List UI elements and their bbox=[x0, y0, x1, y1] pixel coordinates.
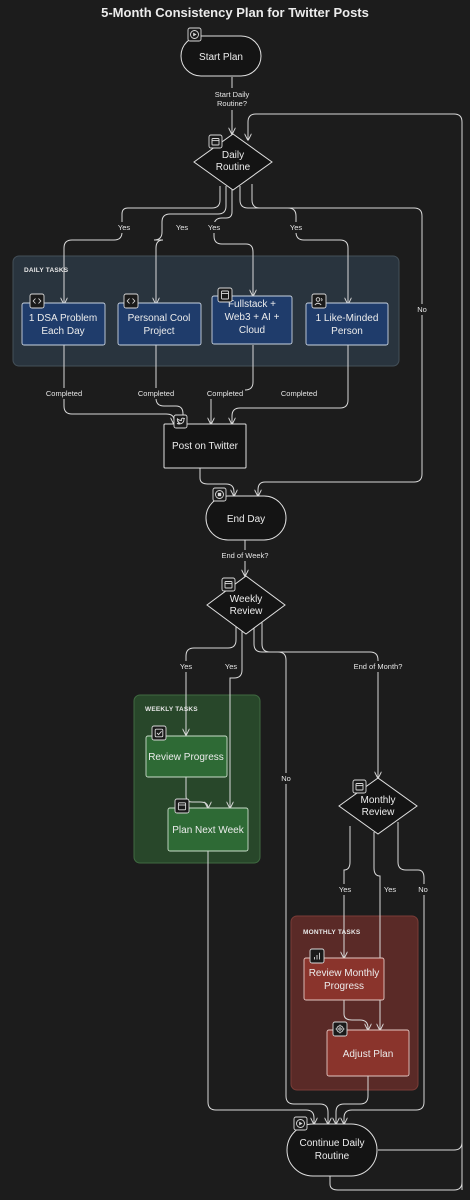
edge-post-to-endday bbox=[199, 468, 234, 496]
node-review-monthly-progress[interactable]: Review Monthly Progress bbox=[303, 948, 385, 1001]
person-label-1: 1 Like-Minded bbox=[316, 313, 379, 324]
node-review-progress[interactable]: Review Progress bbox=[145, 725, 228, 778]
edge-daily-to-project bbox=[154, 186, 227, 304]
label-end-of-month: End of Month? bbox=[354, 662, 403, 671]
check-square-icon bbox=[151, 725, 167, 741]
review-monthly-label-1: Review Monthly bbox=[309, 968, 380, 979]
daily-tasks-group: DAILY TASKS bbox=[12, 255, 400, 367]
node-plan-next-week[interactable]: Plan Next Week bbox=[167, 798, 249, 852]
label-yes-plan-next: Yes bbox=[225, 662, 237, 671]
edge-monthly-to-continue-no bbox=[344, 822, 425, 1124]
node-daily-routine[interactable]: Daily Routine bbox=[193, 133, 273, 191]
label-completed-dsa: Completed bbox=[46, 389, 82, 398]
edge-continue-loop-bottom bbox=[329, 1176, 463, 1191]
node-fullstack[interactable]: Fullstack + Web3 + AI + Cloud bbox=[211, 287, 293, 345]
daily-routine-label-2: Routine bbox=[216, 162, 251, 173]
node-dsa-problem[interactable]: 1 DSA Problem Each Day bbox=[21, 293, 106, 346]
edge-adjust-to-continue bbox=[336, 1076, 369, 1124]
node-weekly-review[interactable]: Weekly Review bbox=[206, 575, 286, 635]
edge-monthly-to-adjust bbox=[373, 832, 380, 1030]
node-personal-project[interactable]: Personal Cool Project bbox=[117, 293, 202, 346]
node-like-minded-person[interactable]: 1 Like-Minded Person bbox=[305, 293, 389, 346]
bar-chart-icon bbox=[309, 948, 325, 964]
node-post-on-twitter[interactable]: Post on Twitter bbox=[163, 414, 247, 469]
daily-routine-label-1: Daily bbox=[222, 150, 244, 161]
review-monthly-label-2: Progress bbox=[324, 981, 364, 992]
monthly-review-label-1: Monthly bbox=[360, 795, 395, 806]
label-yes-person: Yes bbox=[290, 223, 302, 232]
fullstack-label-1: Fullstack + bbox=[228, 299, 276, 310]
fullstack-label-2: Web3 + AI + bbox=[225, 312, 280, 323]
label-yes-fullstack: Yes bbox=[208, 223, 220, 232]
label-no-weekly: No bbox=[281, 774, 291, 783]
stop-icon bbox=[212, 487, 227, 502]
project-label-1: Personal Cool bbox=[128, 313, 191, 324]
edge-person-to-post bbox=[232, 345, 349, 424]
label-start-daily-line2: Routine? bbox=[217, 99, 247, 108]
edge-weekly-to-plan-next bbox=[230, 630, 243, 808]
node-start-plan[interactable]: Start Plan bbox=[180, 27, 262, 77]
edge-project-to-post bbox=[155, 345, 183, 424]
edge-plan-to-continue bbox=[207, 851, 314, 1124]
edge-review-monthly-to-adjust bbox=[343, 999, 368, 1030]
edge-weekly-to-review-progress bbox=[186, 626, 237, 735]
code-icon bbox=[29, 293, 45, 309]
label-completed-person: Completed bbox=[281, 389, 317, 398]
edge-monthly-to-review-monthly bbox=[344, 826, 351, 958]
label-no-monthly: No bbox=[418, 885, 428, 894]
node-adjust-plan[interactable]: Adjust Plan bbox=[326, 1021, 410, 1077]
layers-icon bbox=[217, 287, 233, 303]
weekly-review-label-2: Review bbox=[230, 606, 264, 617]
monthly-tasks-label: MONTHLY TASKS bbox=[303, 929, 361, 936]
continue-label-1: Continue Daily bbox=[299, 1138, 364, 1149]
label-yes-project: Yes bbox=[176, 223, 188, 232]
fullstack-label-3: Cloud bbox=[239, 325, 265, 336]
play-icon bbox=[187, 27, 202, 42]
monthly-review-label-2: Review bbox=[362, 807, 396, 818]
node-monthly-review[interactable]: Monthly Review bbox=[338, 777, 418, 835]
label-end-of-week: End of Week? bbox=[222, 551, 269, 560]
edge-daily-to-endday-no bbox=[251, 184, 423, 496]
users-icon bbox=[311, 293, 327, 309]
calendar-icon bbox=[221, 577, 236, 592]
post-label: Post on Twitter bbox=[172, 441, 239, 452]
label-completed-fullstack: Completed bbox=[207, 389, 243, 398]
play-icon bbox=[293, 1116, 308, 1131]
calendar-icon bbox=[352, 779, 367, 794]
project-label-2: Project bbox=[143, 326, 174, 337]
calendar-icon bbox=[208, 134, 223, 149]
label-yes-review-progress: Yes bbox=[180, 662, 192, 671]
edge-weekly-to-monthly bbox=[261, 622, 378, 778]
label-no-daily: No bbox=[417, 305, 427, 314]
dsa-label-1: 1 DSA Problem bbox=[29, 313, 97, 324]
node-continue-daily-routine[interactable]: Continue Daily Routine bbox=[286, 1116, 378, 1177]
calendar-icon bbox=[174, 798, 190, 814]
edge-labels: Start Daily Routine? Yes Yes Yes Yes No … bbox=[44, 88, 431, 895]
review-progress-label: Review Progress bbox=[148, 752, 224, 763]
twitter-icon bbox=[173, 414, 188, 429]
gear-icon bbox=[332, 1021, 348, 1037]
label-start-daily-line1: Start Daily bbox=[215, 90, 250, 99]
adjust-plan-label: Adjust Plan bbox=[343, 1049, 394, 1060]
daily-tasks-label: DAILY TASKS bbox=[24, 267, 69, 274]
edge-weekly-to-continue-no bbox=[253, 628, 328, 1124]
plan-next-week-label: Plan Next Week bbox=[172, 825, 245, 836]
start-plan-label: Start Plan bbox=[199, 52, 243, 63]
code-icon bbox=[123, 293, 139, 309]
edge-review-to-plan bbox=[185, 777, 208, 808]
edge-continue-loop bbox=[248, 113, 463, 1190]
end-day-label: End Day bbox=[227, 514, 265, 525]
node-end-day[interactable]: End Day bbox=[205, 487, 287, 541]
weekly-tasks-label: WEEKLY TASKS bbox=[145, 706, 198, 713]
label-completed-project: Completed bbox=[138, 389, 174, 398]
person-label-2: Person bbox=[331, 326, 363, 337]
continue-label-2: Routine bbox=[315, 1151, 350, 1162]
weekly-review-label-1: Weekly bbox=[230, 594, 263, 605]
label-yes-review-monthly: Yes bbox=[339, 885, 351, 894]
label-yes-dsa: Yes bbox=[118, 223, 130, 232]
diagram-title: 5-Month Consistency Plan for Twitter Pos… bbox=[101, 5, 369, 20]
dsa-label-2: Each Day bbox=[41, 326, 84, 337]
label-yes-adjust: Yes bbox=[384, 885, 396, 894]
